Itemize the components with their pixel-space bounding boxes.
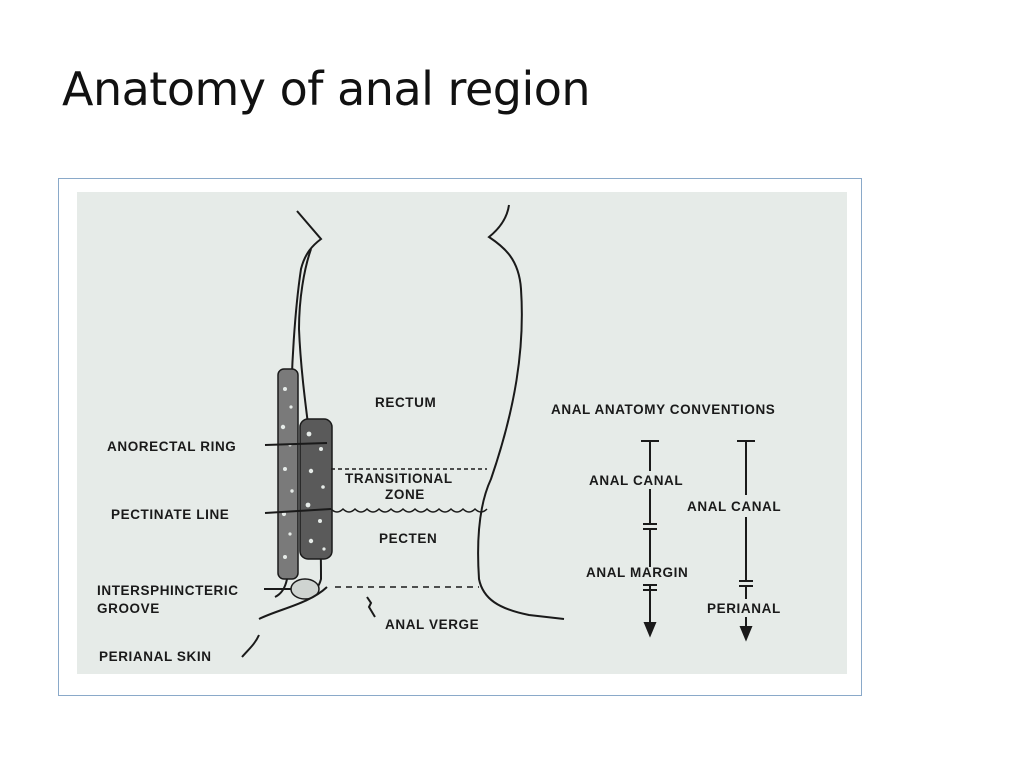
left-column-anal-margin: ANAL MARGIN [586,565,688,580]
zone-markers [241,442,488,658]
label-intersphincteric: INTERSPHINCTERIC [97,583,239,598]
conventions-heading: ANAL ANATOMY CONVENTIONS [551,402,775,417]
left-column-anal-canal: ANAL CANAL [589,473,683,488]
figure-frame: RECTUM TRANSITIONAL ZONE PECTEN ANAL VER… [58,178,862,696]
label-anal-verge: ANAL VERGE [385,617,479,632]
label-anorectal-ring: ANORECTAL RING [107,439,236,454]
right-wall [477,204,565,620]
label-groove: GROOVE [97,601,160,616]
figure-panel [77,192,847,674]
right-column-perianal: PERIANAL [707,601,781,616]
left-convention-column [641,440,659,638]
label-pecten: PECTEN [379,531,437,546]
right-convention-column [737,440,755,642]
slide-title: Anatomy of anal region [62,62,591,116]
label-transitional-zone-2: ZONE [385,487,425,502]
left-wall [258,210,333,620]
conventions-legend: ANAL ANATOMY CONVENTIONS ANAL CANAL ANAL… [551,402,781,642]
label-rectum: RECTUM [375,395,436,410]
label-perianal-skin: PERIANAL SKIN [99,649,212,664]
right-column-anal-canal: ANAL CANAL [687,499,781,514]
anal-anatomy-diagram: RECTUM TRANSITIONAL ZONE PECTEN ANAL VER… [97,204,781,664]
label-transitional-zone-1: TRANSITIONAL [345,471,453,486]
label-pectinate-line: PECTINATE LINE [111,507,229,522]
